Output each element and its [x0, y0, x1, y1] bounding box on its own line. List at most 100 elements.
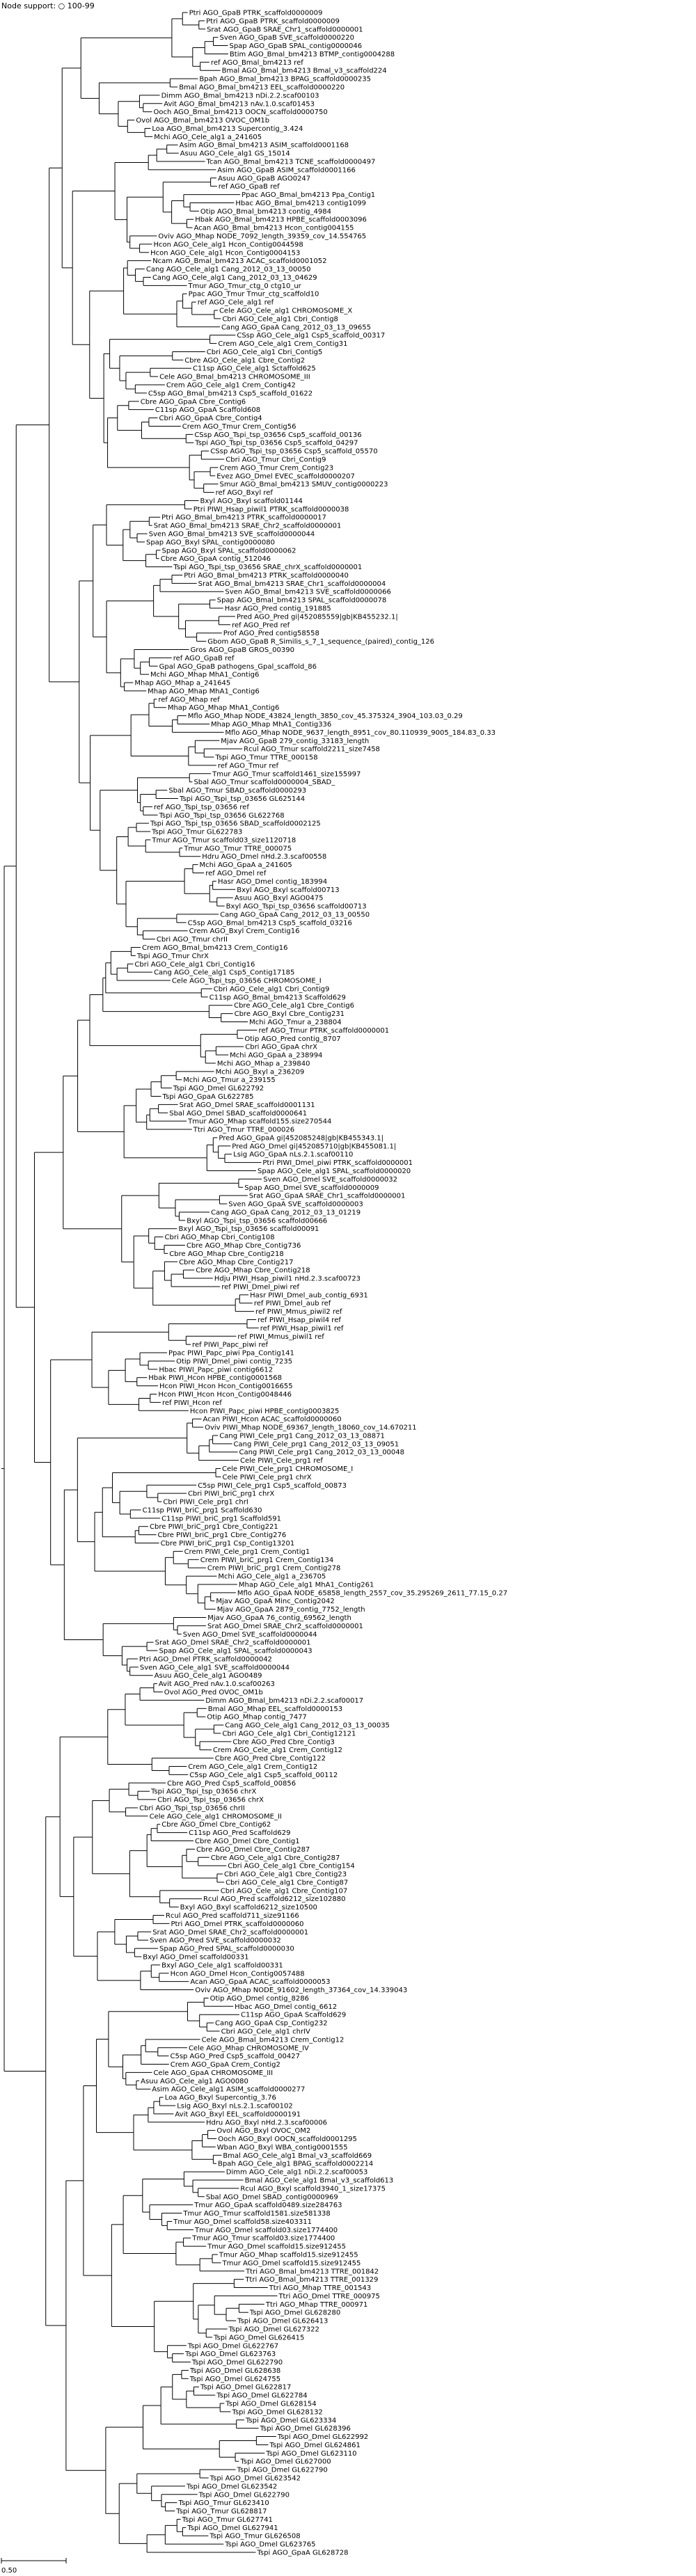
tip-label: Cbri PIWI_briC_prg1 chrX [188, 1490, 275, 1498]
tip-label: Mchi AGO_Mhap a_239840 [217, 1060, 310, 1067]
tip-label: Crem PIWI_Cele_prg1 Crem_Contig1 [184, 1548, 310, 1556]
tip-label: Mchi AGO_GpaA a_241605 [200, 861, 292, 869]
tip-label: Cbre AGO_Mhap Cbre_Contig218 [196, 1267, 310, 1275]
tip-label: Cbre AGO_Bxyl Cbre_Contig231 [235, 1010, 345, 1018]
tip-label: Srat AGO_GpaA SRAE_Chr1_scaffold0000001 [249, 1193, 406, 1200]
tip-label: Cbre PIWI_briC_prg1 Csp_Contig13201 [161, 1540, 295, 1548]
tip-label: Ptri AGO_Bmal_bm4213 PTRK_scaffold000001… [161, 514, 326, 522]
tip-label: Rcul AGO_Tmur scaffold2211_size7458 [244, 746, 380, 754]
tip-label: Cele AGO_Cele_alg1 CHROMOSOME_X [219, 308, 352, 315]
tip-label: Mjav AGO_GpaB 279_contig_33183_length [221, 738, 369, 745]
tip-label: Hcon PIWI_Hcon Hcon_Contig0048446 [158, 1391, 292, 1399]
tip-label: Spap AGO_Cele_alg1 SPAL_scaffold0000043 [159, 1648, 312, 1655]
tip-label: Bmal AGO_Cele_alg1 Bmal_v3_scaffold669 [223, 2152, 372, 2160]
tip-label: Rcul AGO_Bxyl scaffold3940_1_size17375 [240, 2185, 386, 2193]
tip-label: Tmur AGO_Dmel scaffold58.size403311 [173, 2218, 312, 2226]
tip-label: ref PIWI_Mmus_piwil1 ref [237, 1333, 324, 1341]
tip-label: Hcon AGO_Dmel Hcon_Contig0057488 [171, 1970, 305, 1978]
tip-label: Bxyl AGO_Cele_alg1 scaffold00331 [161, 1962, 283, 1969]
tip-label: Hbac AGO_Bmal_bm4213 contig1099 [235, 200, 366, 207]
tip-label: Asuu AGO_Bxyl AGO0475 [235, 895, 324, 903]
tip-label: Cbre AGO_Cele_alg1 Cbre_Contig6 [234, 1002, 354, 1010]
tip-label: Tcan AGO_Bmal_bm4213 TCNE_scaffold000049… [205, 159, 375, 166]
tip-label: Ovol AGO_Pred OVOC_OM1b [164, 1689, 263, 1696]
tip-label: Cbri AGO_Mhap Cbri_Contig108 [165, 1234, 275, 1241]
tip-label: Gros AGO_GpaB GROS_00390 [191, 646, 294, 654]
tip-label: C11sp PIWI_briC_prg1 Scaffold630 [143, 1506, 262, 1514]
node-support-legend: Node support: ○ 100-99 [1, 1, 95, 10]
tip-label: Cbri AGO_Tmur Cbri_Contig9 [226, 456, 326, 464]
tip-label: Oviv AGO_Mhap NODE_91602_length_37364_co… [195, 1987, 407, 1994]
tip-label: Spap AGO_Dmel SVE_scaffold0000009 [244, 1184, 379, 1192]
tip-label: Hdru AGO_Dmel nHd.2.3.scaf00558 [202, 853, 326, 861]
tip-label: Ttri AGO_Bmal_bm4213 TTRE_001329 [244, 2276, 378, 2284]
tip-label: C5sp PIWI_Cele_prg1 Csp5_scaffold_00873 [198, 1482, 347, 1490]
tip-label: Mchi AGO_GpaA a_238994 [230, 1052, 322, 1060]
tip-label: Ptri AGO_Dmel PTRK_scaffold0000060 [171, 1921, 303, 1928]
scale-bar-label: 0.50 [1, 2567, 17, 2575]
tip-label: Hasr PIWI_Dmel_aub_contig_6931 [250, 1291, 368, 1299]
tip-label: Wban AGO_Bxyl WBA_contig0001555 [217, 2144, 348, 2152]
tip-label: Mhap AGO_Mhap MhA1_Contig6 [168, 704, 280, 712]
tip-label: Cele PIWI_Cele_prg1 chrX [222, 1474, 311, 1481]
tip-label: Bmal AGO_Bmal_bm4213 Bmal_v3_scaffold224 [222, 67, 387, 75]
tip-label: C11sp AGO_GpaA Scaffold629 [241, 2012, 346, 2019]
tip-label: Pred AGO_Pred gi|452085559|gb|KB455232.1… [237, 613, 398, 621]
tip-label: Tmur AGO_Mhap scaffold15.size912455 [219, 2251, 358, 2259]
tip-label: Cbre AGO_GpaA Cbre_Contig6 [141, 398, 246, 406]
tip-label: Srat AGO_Dmel SRAE_Chr2_scaffold0000001 [152, 1929, 308, 1937]
tip-label: Cbri PIWI_Cele_prg1 chrI [163, 1499, 248, 1506]
tip-label: Crem AGO_Cele_alg1 Crem_Contig42 [166, 382, 296, 390]
tip-label: Oviv AGO_Mhap NODE_7092_length_39359_cov… [158, 233, 366, 241]
tip-label: Tspi AGO_Tmur GL627741 [182, 2516, 273, 2524]
tip-label: Ooch AGO_Bxyl OOCN_scaffold0001295 [218, 2136, 357, 2143]
tip-label: Sven AGO_Bmal_bm4213 SVE_scaffold0000044 [149, 531, 315, 539]
tip-label: Mchi AGO_Cele_alg1 a_241605 [154, 134, 262, 141]
tip-label: Hcon AGO_Cele_alg1 Hcon_Contig0044598 [153, 241, 303, 248]
tip-label: Tspi AGO_Dmel GL622790 [198, 2491, 290, 2499]
tip-label: Cbre AGO_Mhap Cbre_Contig736 [187, 1242, 301, 1250]
tip-label: ref AGO_Tmur PTRK_scaffold0000001 [258, 1027, 389, 1035]
tip-label: Crem AGO_Cele_alg1 Crem_Contig31 [218, 340, 347, 348]
tip-label: Cbri AGO_Cele_alg1 Cbri_Contig8 [222, 315, 338, 323]
tip-label: Crem AGO_Tmur Crem_Contig56 [182, 423, 296, 431]
tip-label: Acan PIWI_Hcon ACAC_scaffold0000060 [203, 1416, 342, 1424]
tip-label: Tspi AGO_Dmel GL622790 [191, 2359, 283, 2367]
tip-label: Ppac AGO_Tmur Tmur_ctg_scaffold10 [189, 291, 319, 299]
tip-label: Mchi AGO_Tmur a_238804 [249, 1019, 342, 1026]
tree-branches [1, 12, 278, 2553]
tip-label: Tmur AGO_Dmel scaffold03.size1774400 [194, 2227, 338, 2234]
tip-label: Pred AGO_GpaA gi|452085248|gb|KB455343.1… [219, 1134, 383, 1142]
tip-label: Ncam AGO_Bmal_bm4213 ACAC_scaffold000105… [152, 257, 326, 265]
tip-label: Spap AGO_Bxyl SPAL_contig0000080 [146, 539, 275, 546]
tip-label: Cele AGO_Bmal_bm4213 CHROMOSOME_III [159, 374, 310, 381]
tip-label: Cang AGO_Cele_alg1 Csp5_Contig17185 [154, 969, 294, 977]
tip-label: Mflo AGO_Mhap NODE_9637_length_8951_cov_… [225, 729, 496, 737]
tip-label: Cang AGO_GpaA Cang_2012_03_13_09655 [221, 324, 371, 331]
tip-label: ref AGO_GpaB ref [173, 655, 235, 662]
tip-label: Cbri AGO_Cele_alg1 Cbri_Contig5 [207, 349, 323, 356]
tip-label: Oviv PIWI_Mhap NODE_69367_length_18060_c… [205, 1424, 417, 1432]
tip-label: Tspi AGO_Tmur GL623410 [178, 2499, 269, 2507]
tip-label: Tmur AGO_Tmur scaffold1581.size581338 [182, 2210, 330, 2218]
tip-label: Cbre AGO_Pred Cbre_Contig3 [232, 1738, 334, 1746]
tip-label: Tspi AGO_Dmel GL628638 [189, 2367, 280, 2375]
tip-label: Tspi AGO_Dmel GL623542 [209, 2474, 301, 2482]
tip-label: Tspi AGO_Tmur GL628817 [175, 2508, 267, 2515]
tip-label: Tspi AGO_Dmel GL623334 [245, 2417, 336, 2424]
tip-label: Loa AGO_Bxyl Supercontig_3.76 [165, 2094, 276, 2102]
tip-label: Asuu AGO_Cele_alg1 AGO0080 [141, 2078, 248, 2085]
tip-label: Btim AGO_Bmal_bm4213 BTMP_contig0004288 [230, 51, 395, 58]
tip-label: Tspi AGO_Dmel GL622790 [236, 2467, 327, 2474]
tip-label: Tspi AGO_Dmel GL627322 [228, 2325, 319, 2333]
tip-label: Mchi AGO_Cele_alg1 a_236705 [218, 1573, 326, 1581]
tip-label: Sven AGO_Dmel SVE_scaffold0000032 [263, 1176, 397, 1184]
tip-label: Ptri AGO_Bmal_bm4213 PTRK_scaffold000004… [184, 572, 349, 580]
tip-label: Tspi AGO_Tmur GL626508 [209, 2533, 300, 2541]
tip-label: Sbal AGO_Tmur scaffold0000004_SBAD_ [193, 779, 335, 786]
tip-label: Ttri AGO_Dmel TTRE_000975 [278, 2293, 379, 2300]
tip-label: Ppac PIWI_Papc_piwi Ppa_Contig141 [168, 1350, 294, 1358]
tip-label: Mflo AGO_GpaA NODE_65858_length_2557_cov… [237, 1589, 507, 1597]
